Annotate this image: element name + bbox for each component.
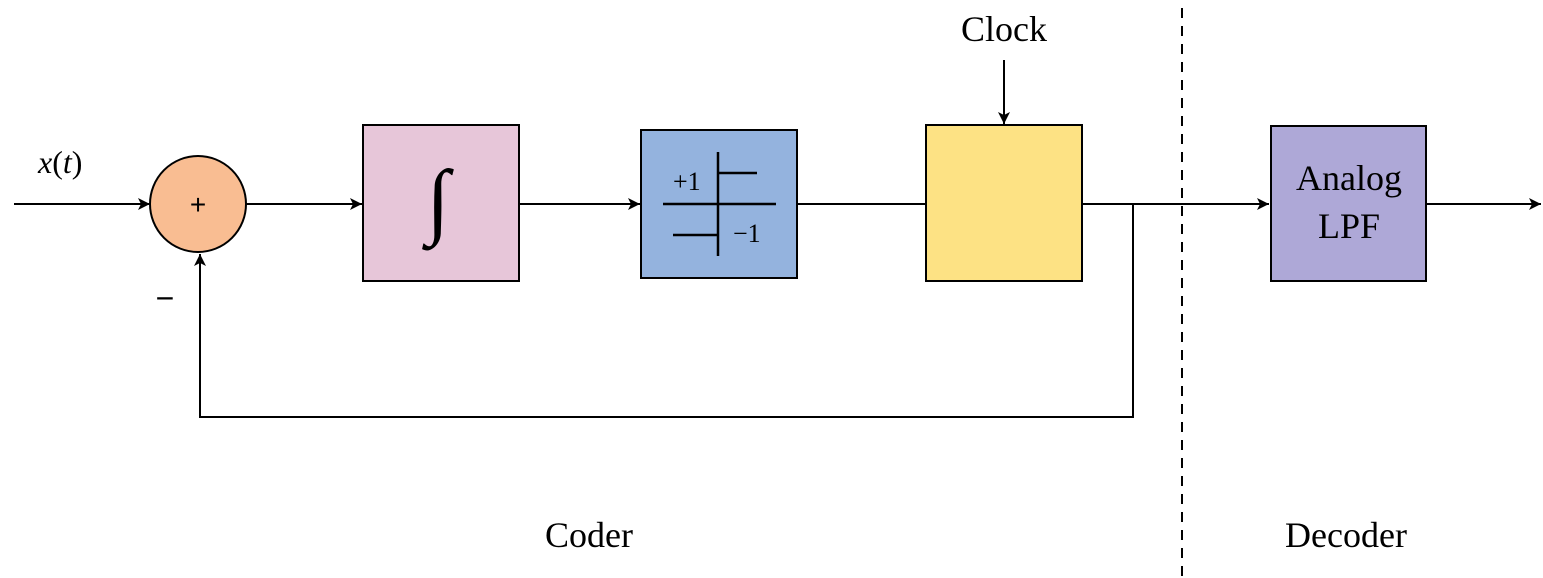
limiter-characteristic: [663, 152, 776, 256]
coder-label: Coder: [545, 515, 633, 555]
lpf-block: [1270, 125, 1427, 282]
input-label-t: t: [63, 144, 73, 180]
input-label: x(t): [37, 144, 82, 180]
comparator-plus-one: +1: [673, 167, 701, 196]
clock-label: Clock: [961, 9, 1047, 49]
sampler-block: [925, 124, 1083, 282]
lpf-label-line2: LPF: [1318, 206, 1380, 246]
integrator-block: [362, 124, 520, 282]
input-label-close: ): [72, 144, 83, 180]
summer-plus-sign: +: [190, 189, 206, 220]
decoder-label: Decoder: [1285, 515, 1407, 555]
comparator-minus-one: −1: [733, 219, 761, 248]
lpf-label-line1: Analog: [1296, 158, 1402, 198]
input-label-x: x: [37, 144, 52, 180]
feedback-path: [194, 204, 1134, 418]
input-label-open: (: [52, 144, 63, 180]
integral-symbol: ∫: [421, 154, 454, 251]
feedback-minus-sign: −: [156, 280, 175, 316]
